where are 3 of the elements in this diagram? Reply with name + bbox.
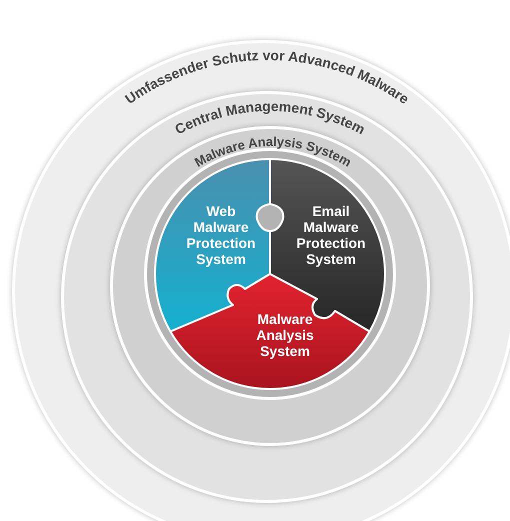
- piece-label: Web Malware Protection System: [185, 203, 257, 267]
- piece-label: Email Malware Protection System: [295, 203, 367, 267]
- piece-label: Malware Analysis System: [255, 311, 315, 359]
